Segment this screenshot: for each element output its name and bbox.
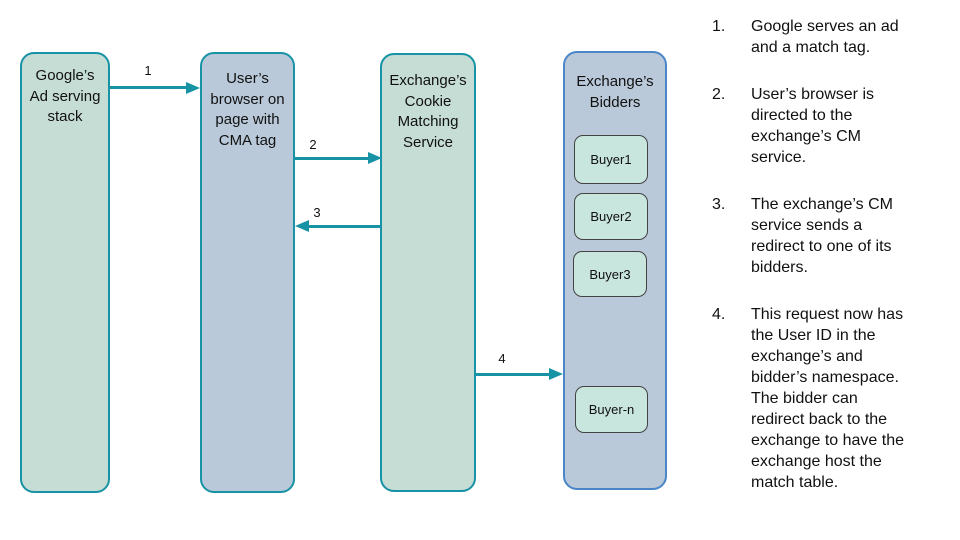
buyer1-label: Buyer1 (590, 152, 632, 167)
arrow-1-line (110, 86, 186, 89)
arrow-3-number: 3 (313, 205, 321, 220)
arrow-2-head-icon (368, 152, 382, 164)
buyer-n-box: Buyer-n (575, 386, 648, 433)
notes-list: 1. Google serves an ad and a match tag. … (712, 16, 944, 493)
note-3-text: The exchange’s CM service sends a redire… (751, 196, 893, 276)
node-google-label: Google’s Ad serving stack (29, 67, 101, 125)
arrow-4-number: 4 (498, 351, 506, 366)
note-4-number: 4. (712, 306, 726, 323)
arrow-2-number: 2 (309, 137, 317, 152)
buyer1-box: Buyer1 (574, 135, 648, 184)
buyer2-label: Buyer2 (590, 209, 632, 224)
note-item-2: 2. User’s browser is directed to the exc… (712, 84, 944, 168)
note-3-number: 3. (712, 196, 726, 213)
node-bidders-label: Exchange’s Bidders (576, 73, 654, 111)
arrow-1-head-icon (186, 82, 200, 94)
note-2-text: User’s browser is directed to the exchan… (751, 86, 874, 166)
note-item-1: 1. Google serves an ad and a match tag. (712, 16, 944, 58)
note-item-4: 4. This request now has the User ID in t… (712, 304, 944, 493)
node-cm-service-label: Exchange’s Cookie Matching Service (389, 72, 467, 151)
note-1-number: 1. (712, 18, 726, 35)
node-cookie-matching-service: Exchange’s Cookie Matching Service (380, 53, 476, 492)
note-item-3: 3. The exchange’s CM service sends a red… (712, 194, 944, 278)
node-browser-label: User’s browser on page with CMA tag (210, 70, 285, 149)
node-users-browser: User’s browser on page with CMA tag (200, 52, 295, 493)
note-2-number: 2. (712, 86, 726, 103)
arrow-4-head-icon (549, 368, 563, 380)
arrow-3-head-icon (295, 220, 309, 232)
node-google-ad-serving-stack: Google’s Ad serving stack (20, 52, 110, 493)
buyer3-label: Buyer3 (589, 266, 631, 282)
arrow-2-line (295, 157, 368, 160)
note-1-text: Google serves an ad and a match tag. (751, 18, 899, 56)
arrow-3-line (309, 225, 380, 228)
buyer2-box: Buyer2 (574, 193, 648, 240)
arrow-1-number: 1 (144, 63, 152, 78)
note-4-text: This request now has the User ID in the … (751, 306, 905, 491)
buyer3-box: Buyer3 (573, 251, 647, 297)
buyer-n-label: Buyer-n (588, 402, 635, 417)
arrow-4-line (474, 373, 549, 376)
